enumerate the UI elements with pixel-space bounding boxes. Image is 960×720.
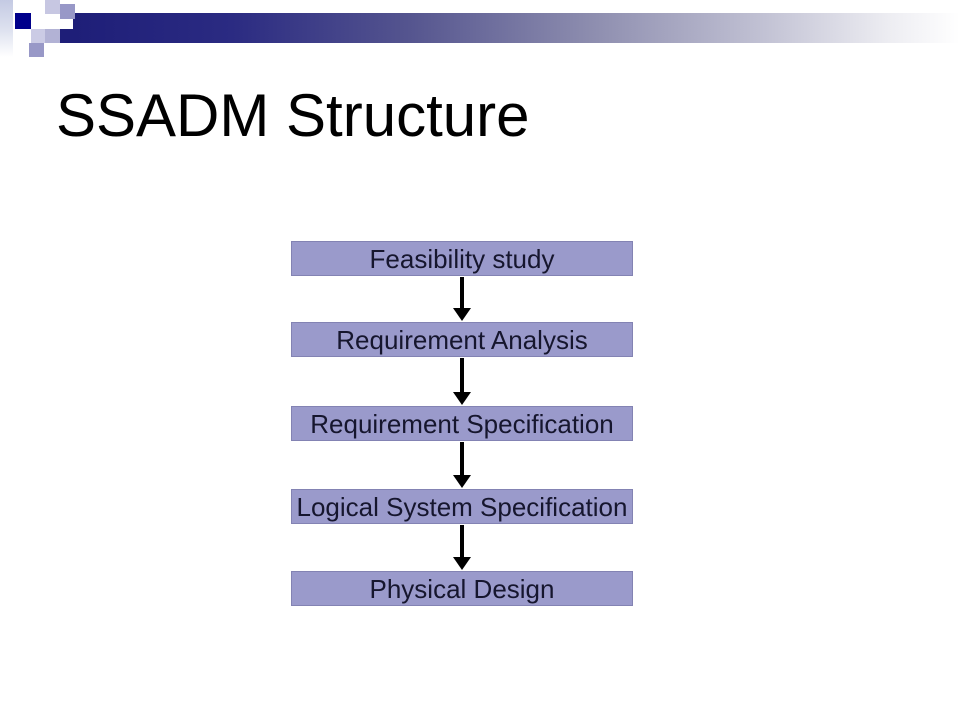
down-arrow [453, 525, 471, 570]
pixel-square [60, 29, 74, 43]
down-arrow [453, 277, 471, 321]
pixel-square [31, 29, 45, 43]
pixel-square [60, 4, 75, 19]
flow-step: Physical Design [291, 571, 633, 606]
down-arrow-head [453, 475, 471, 488]
pixel-square [29, 43, 44, 57]
flow-step: Logical System Specification [291, 489, 633, 524]
down-arrow-shaft [460, 358, 464, 392]
flow-step: Requirement Specification [291, 406, 633, 441]
down-arrow-head [453, 308, 471, 321]
down-arrow [453, 442, 471, 488]
slide-title: SSADM Structure [56, 82, 530, 149]
header-gradient-bar [73, 13, 960, 43]
down-arrow-shaft [460, 442, 464, 475]
pixel-square [45, 0, 60, 14]
down-arrow-shaft [460, 277, 464, 308]
pixel-square [45, 29, 60, 43]
pixel-square [15, 13, 31, 29]
down-arrow-head [453, 392, 471, 405]
down-arrow [453, 358, 471, 405]
flow-step: Requirement Analysis [291, 322, 633, 357]
down-arrow-shaft [460, 525, 464, 557]
flow-step: Feasibility study [291, 241, 633, 276]
left-gradient-band [0, 0, 13, 57]
down-arrow-head [453, 557, 471, 570]
corner-pixel-decoration [0, 0, 960, 70]
